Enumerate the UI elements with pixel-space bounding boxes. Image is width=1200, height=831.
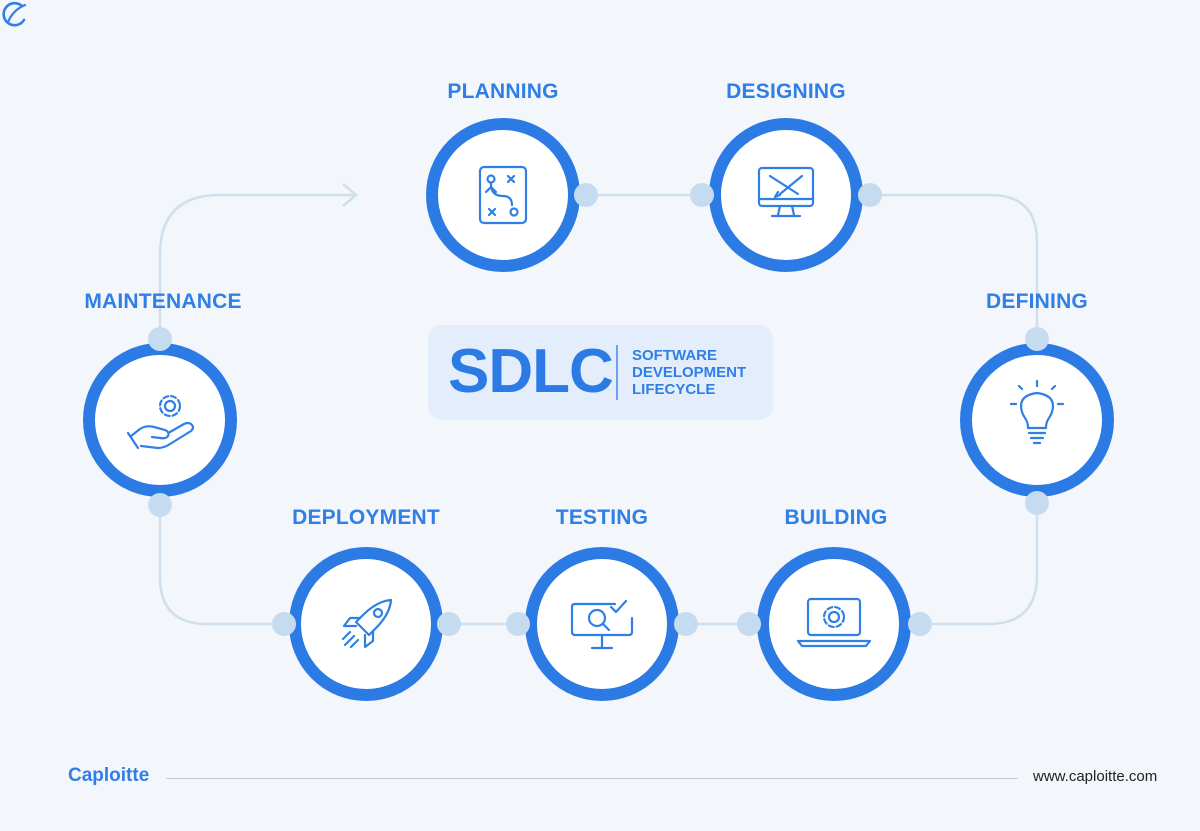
- sdlc-full-line: LIFECYCLE: [632, 381, 716, 398]
- sdlc-full-name: SOFTWARE DEVELOPMENT LIFECYCLE: [632, 347, 767, 398]
- stage-label-planning: PLANNING: [447, 80, 559, 103]
- stage-label-testing: TESTING: [555, 506, 649, 529]
- stage-circle-designing: [709, 118, 863, 272]
- connector-dot: [674, 612, 698, 636]
- stage-label-maintenance: MAINTENANCE: [84, 290, 242, 313]
- connector-dot: [858, 183, 882, 207]
- stage-label-designing: DESIGNING: [726, 80, 846, 103]
- connector-dot: [690, 183, 714, 207]
- flow-line-deployment-to-maintenance: [158, 505, 284, 626]
- stage-label-building: BUILDING: [784, 506, 888, 529]
- connector-dot: [148, 327, 172, 351]
- monitor-search-check-icon: [570, 599, 634, 650]
- flow-line-designing-to-defining: [872, 193, 1039, 337]
- lightbulb-icon: [1009, 379, 1065, 445]
- connector-dot: [1025, 491, 1049, 515]
- sdlc-divider: [616, 345, 618, 400]
- connector-dot: [737, 612, 761, 636]
- connector-dot: [148, 493, 172, 517]
- footer-url[interactable]: www.caploitte.com: [1033, 768, 1158, 785]
- connector-dot: [506, 612, 530, 636]
- stage-circle-building: [757, 547, 911, 701]
- sdlc-title-card: SDLC SOFTWARE DEVELOPMENT LIFECYCLE: [428, 325, 773, 420]
- caploitte-logo-icon: [2, 1, 27, 27]
- sdlc-full-line: SOFTWARE: [632, 347, 717, 364]
- sdlc-full-line: DEVELOPMENT: [632, 364, 747, 381]
- connector-dot: [1025, 327, 1049, 351]
- stage-label-deployment: DEPLOYMENT: [292, 506, 440, 529]
- flow-line-maintenance-to-planning: [158, 193, 355, 337]
- sdlc-acronym: SDLC: [448, 337, 614, 406]
- stage-circle-deployment: [289, 547, 443, 701]
- rocket-icon: [341, 598, 393, 649]
- connector-dot: [908, 612, 932, 636]
- stage-circle-maintenance: [83, 343, 237, 497]
- footer-divider: [166, 778, 1018, 779]
- connector-dot: [437, 612, 461, 636]
- brand-name: Caploitte: [68, 765, 150, 786]
- stage-circle-defining: [960, 343, 1114, 497]
- stage-label-defining: DEFINING: [986, 290, 1088, 313]
- laptop-gear-icon: [796, 597, 872, 648]
- plan-board-icon: [478, 165, 528, 225]
- connector-dot: [574, 183, 598, 207]
- flow-line-defining-to-building: [920, 503, 1039, 626]
- flow-arrowhead: [342, 183, 358, 207]
- monitor-design-icon: [757, 166, 815, 218]
- connector-dot: [272, 612, 296, 636]
- hand-gear-icon: [126, 394, 195, 450]
